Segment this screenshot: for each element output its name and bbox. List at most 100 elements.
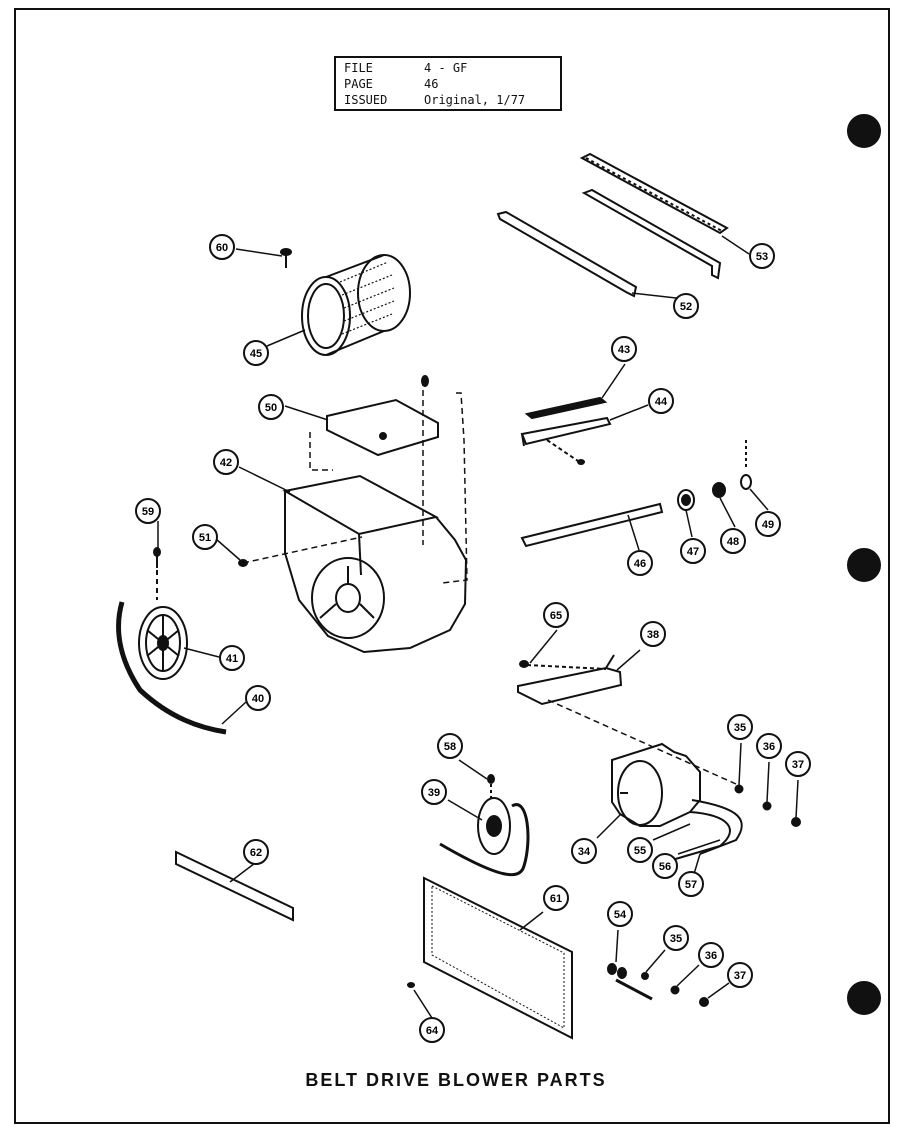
nut-part-35-upper (734, 784, 744, 794)
callout-36-lower: 36 (698, 942, 724, 968)
svg-text:60: 60 (216, 242, 228, 254)
pulley-part-39 (439, 797, 530, 877)
switch-part-54 (607, 963, 653, 1001)
svg-text:46: 46 (634, 558, 646, 570)
callout-46: 46 (627, 550, 653, 576)
callout-54: 54 (607, 901, 633, 927)
file-info-box: FILE 4 - GF PAGE 46 ISSUED Original, 1/77 (334, 56, 562, 111)
svg-text:37: 37 (792, 759, 804, 771)
callout-53: 53 (749, 243, 775, 269)
screw-part-51 (238, 536, 363, 567)
callout-55: 55 (627, 837, 653, 863)
callout-64: 64 (419, 1017, 445, 1043)
callout-60: 60 (209, 234, 235, 260)
callout-34: 34 (571, 838, 597, 864)
nut-part-37-upper (791, 817, 801, 827)
callout-47: 47 (680, 538, 706, 564)
top-panel-part-50 (326, 398, 439, 457)
svg-text:59: 59 (142, 506, 154, 518)
svg-text:37: 37 (734, 970, 746, 982)
svg-text:42: 42 (220, 457, 232, 469)
pulley-part-41 (138, 606, 188, 680)
page-label: PAGE (344, 77, 373, 91)
callout-41: 41 (219, 645, 245, 671)
belt-part-40 (116, 601, 227, 735)
blower-wheel-part-45 (301, 254, 411, 356)
screw-part-59 (153, 547, 161, 600)
svg-text:65: 65 (550, 610, 562, 622)
svg-text:61: 61 (550, 893, 562, 905)
callout-51: 51 (192, 524, 218, 550)
svg-text:35: 35 (670, 933, 682, 945)
callout-62: 62 (243, 839, 269, 865)
file-value: 4 - GF (424, 61, 468, 75)
callouts: 60 45 50 42 59 51 41 40 53 52 43 44 46 4… (135, 234, 811, 1043)
svg-text:57: 57 (685, 879, 697, 891)
callout-40: 40 (245, 685, 271, 711)
washer-part-36-upper (762, 801, 772, 811)
strip-part-62 (175, 850, 294, 922)
callout-37-upper: 37 (785, 751, 811, 777)
collar-part-49 (740, 440, 752, 490)
binder-hole-middle (847, 548, 881, 582)
callout-44: 44 (648, 388, 674, 414)
svg-text:34: 34 (578, 846, 591, 858)
callout-59: 59 (135, 498, 161, 524)
svg-text:45: 45 (250, 348, 262, 360)
issued-label: ISSUED (344, 93, 388, 107)
svg-text:36: 36 (763, 741, 775, 753)
binder-hole-bottom (847, 981, 881, 1015)
rail-part-52 (496, 188, 722, 298)
page-frame (14, 8, 890, 1124)
bearing-part-47 (677, 489, 695, 511)
diagram-title: BELT DRIVE BLOWER PARTS (305, 1070, 607, 1090)
svg-text:54: 54 (614, 909, 627, 921)
callout-58: 58 (437, 733, 463, 759)
callout-37-lower: 37 (727, 962, 753, 988)
callout-61: 61 (543, 885, 569, 911)
washer-part-36-lower (670, 985, 680, 995)
motor-bracket-part-38 (517, 654, 623, 706)
svg-text:48: 48 (727, 536, 739, 548)
screw-part-64 (407, 982, 415, 988)
binder-hole-top (847, 114, 881, 148)
callout-57: 57 (678, 871, 704, 897)
page-value: 46 (424, 77, 439, 91)
callout-56: 56 (652, 853, 678, 879)
bracket-part-43 (524, 396, 608, 420)
screw-part-58 (487, 774, 495, 784)
callout-50: 50 (258, 394, 284, 420)
issued-value: Original, 1/77 (424, 93, 526, 107)
svg-text:64: 64 (426, 1025, 439, 1037)
callout-52: 52 (673, 293, 699, 319)
svg-text:58: 58 (444, 741, 456, 753)
shaft-part-46 (520, 502, 664, 548)
svg-text:43: 43 (618, 344, 630, 356)
svg-text:36: 36 (705, 950, 717, 962)
svg-text:50: 50 (265, 402, 277, 414)
svg-text:49: 49 (762, 519, 774, 531)
svg-text:62: 62 (250, 847, 262, 859)
svg-text:55: 55 (634, 845, 646, 857)
callout-49: 49 (755, 511, 781, 537)
screw-part-60 (280, 248, 292, 268)
svg-text:53: 53 (756, 251, 768, 263)
svg-text:47: 47 (687, 546, 699, 558)
bracket-part-44 (520, 416, 612, 447)
nut-part-35-lower (641, 972, 649, 980)
collar-part-48 (712, 482, 726, 498)
callout-65: 65 (543, 602, 569, 628)
svg-text:35: 35 (734, 722, 746, 734)
callout-39: 39 (421, 779, 447, 805)
callout-35-upper: 35 (727, 714, 753, 740)
motor-part-34 (611, 742, 743, 861)
callout-48: 48 (720, 528, 746, 554)
callout-35-lower: 35 (663, 925, 689, 951)
svg-text:41: 41 (226, 653, 238, 665)
svg-text:38: 38 (647, 629, 659, 641)
nut-part-37-lower (699, 997, 709, 1007)
callout-43: 43 (611, 336, 637, 362)
file-label: FILE (344, 61, 373, 75)
